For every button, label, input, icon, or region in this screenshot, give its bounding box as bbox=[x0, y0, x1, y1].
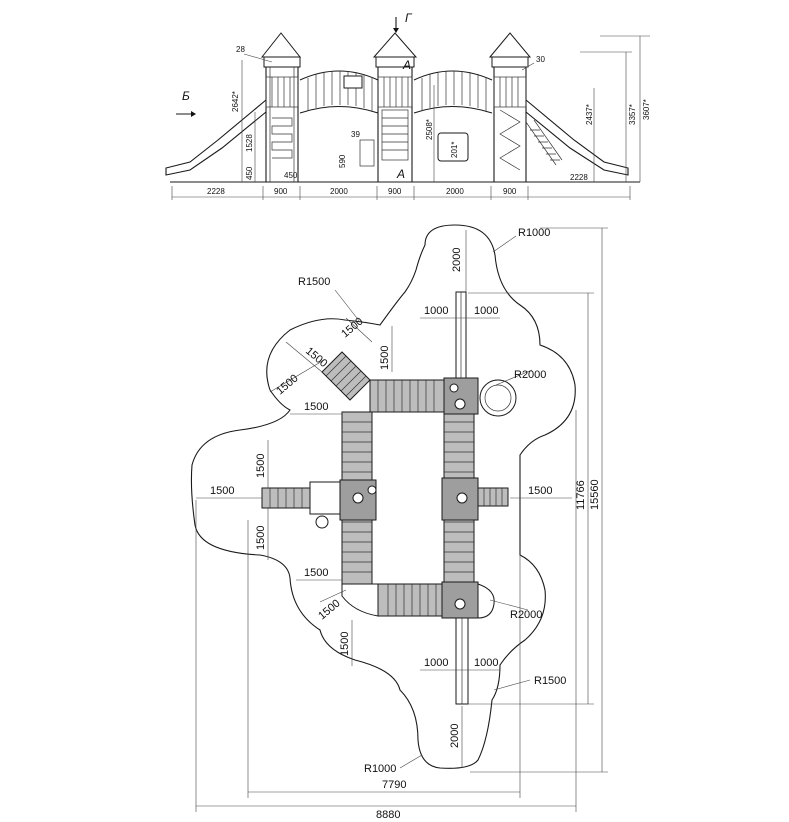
plan-r1000-top: R1000 bbox=[518, 227, 550, 239]
elev-dim-450-left: 450 bbox=[245, 166, 254, 180]
plan-dim-1500-l: 1500 bbox=[339, 632, 351, 656]
elev-dim-590: 590 bbox=[338, 154, 347, 168]
plan-dim-1500-h: 1500 bbox=[255, 526, 267, 550]
elev-dim-2228-right: 2228 bbox=[570, 173, 588, 182]
plan-dim-1500-e: 1500 bbox=[304, 401, 328, 413]
tower-left bbox=[260, 32, 302, 182]
section-letter-g: Г bbox=[405, 11, 413, 25]
bench bbox=[359, 139, 375, 167]
plan-dim-1500-f: 1500 bbox=[255, 454, 267, 478]
elev-dim-2437: 2437* bbox=[585, 104, 594, 125]
plan-dim-1000-bl: 1000 bbox=[424, 657, 448, 669]
plan-dim-8880: 8880 bbox=[376, 809, 400, 821]
elev-dim-2000-a: 2000 bbox=[330, 187, 348, 196]
plan-dim-7790: 7790 bbox=[382, 779, 406, 791]
bridge-right bbox=[413, 70, 493, 114]
elev-dim-30: 30 bbox=[536, 55, 545, 64]
elev-dim-2508: 2508* bbox=[425, 119, 434, 140]
plan-r2000-bottom: R2000 bbox=[510, 609, 542, 621]
plan-dim-1500-g: 1500 bbox=[210, 485, 234, 497]
plan-dim-1000-tl: 1000 bbox=[424, 305, 448, 317]
round-tower-bottom bbox=[477, 583, 495, 619]
plan-dim-15560: 15560 bbox=[589, 479, 601, 510]
elev-dim-900-b: 900 bbox=[388, 187, 402, 196]
slide-right bbox=[525, 99, 629, 176]
section-letter-b: Б bbox=[182, 89, 190, 103]
plan-view: R1000 R1500 R2000 R2000 R1500 R1000 2000… bbox=[190, 224, 608, 821]
elev-dim-2228-left: 2228 bbox=[207, 187, 225, 196]
elev-dim-900-c: 900 bbox=[503, 187, 517, 196]
center-panel bbox=[437, 132, 469, 162]
elev-dim-39: 39 bbox=[351, 130, 360, 139]
plan-r1500-bottom: R1500 bbox=[534, 675, 566, 687]
plan-dim-1000-tr: 1000 bbox=[474, 305, 498, 317]
round-tower-top bbox=[479, 379, 517, 417]
plan-dim-2000-bottom: 2000 bbox=[449, 724, 461, 748]
elev-dim-2000-b: 2000 bbox=[446, 187, 464, 196]
ladder-right bbox=[477, 487, 509, 507]
plan-dim-1500-k: 1500 bbox=[316, 597, 342, 622]
plan-dim-11766: 11766 bbox=[575, 480, 587, 510]
tower-center bbox=[372, 32, 418, 182]
plan-r1000-bottom: R1000 bbox=[364, 763, 396, 775]
elev-dim-1528: 1528 bbox=[245, 134, 254, 152]
section-letter-a-bottom: A bbox=[396, 167, 405, 181]
safety-zone-outline bbox=[190, 224, 576, 769]
bridge-left bbox=[299, 70, 379, 114]
elev-dim-900-a: 900 bbox=[274, 187, 288, 196]
plan-dim-2000-top: 2000 bbox=[451, 248, 463, 272]
section-letter-a-top: A bbox=[402, 58, 411, 72]
round-platform-left bbox=[315, 515, 329, 529]
plan-dim-1500-c: 1500 bbox=[379, 346, 391, 370]
stairs-right bbox=[525, 119, 563, 166]
elev-dim-3607: 3607* bbox=[642, 99, 651, 120]
plan-dim-1500-a: 1500 bbox=[303, 345, 329, 370]
plan-dim-1000-br: 1000 bbox=[474, 657, 498, 669]
plan-dim-1500-i: 1500 bbox=[528, 485, 552, 497]
elev-dim-201: 201* bbox=[450, 142, 459, 158]
slide-left bbox=[165, 99, 267, 176]
elev-dim-28: 28 bbox=[236, 45, 245, 54]
elev-dim-3357: 3357* bbox=[628, 104, 637, 125]
plan-r1500-top: R1500 bbox=[298, 276, 330, 288]
plan-dim-1500-j: 1500 bbox=[304, 567, 328, 579]
elevation-view: Г A A Б 2228 900 2000 900 2000 900 2228 … bbox=[165, 11, 651, 200]
elev-dim-2642: 2642* bbox=[231, 91, 240, 112]
tower-right bbox=[488, 32, 532, 182]
plan-r2000-top: R2000 bbox=[514, 369, 546, 381]
elev-dim-450-right: 450 bbox=[284, 171, 298, 180]
